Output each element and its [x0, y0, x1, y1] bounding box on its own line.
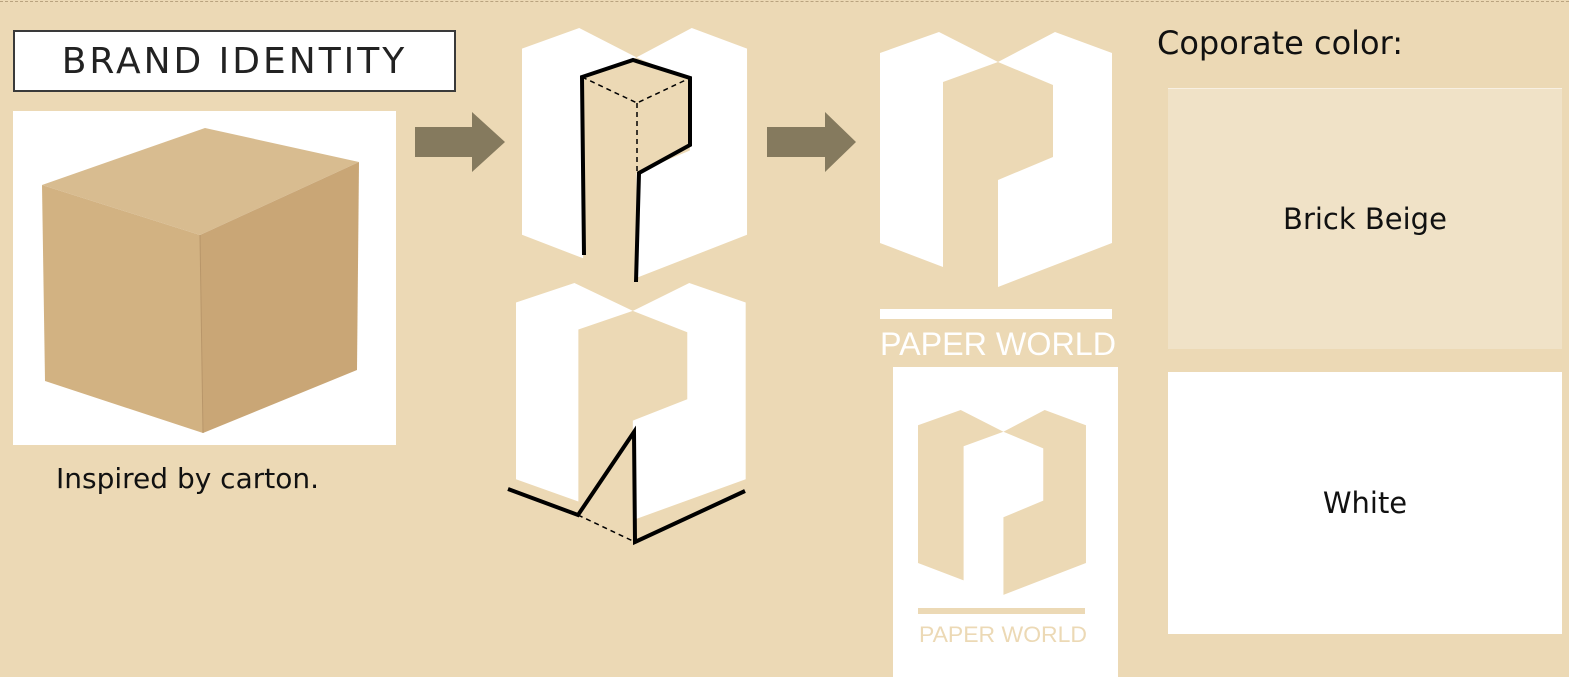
- top-dashed-border: [0, 1, 1569, 2]
- carton-front-face: [42, 185, 203, 433]
- carton-image: [13, 111, 396, 445]
- logo-wordmark: PAPER WORLD: [880, 326, 1116, 362]
- logo-inverse: PAPER WORLD: [918, 410, 1087, 647]
- logo-sketch-2: [507, 283, 746, 546]
- arrow-right-icon: [767, 112, 856, 172]
- swatch-label: Brick Beige: [1283, 202, 1447, 236]
- carton-side-face: [200, 162, 359, 433]
- slide-title-text: BRAND IDENTITY: [61, 40, 408, 82]
- logo-underline-small: [918, 608, 1085, 614]
- logo-wordmark-small: PAPER WORLD: [919, 622, 1087, 647]
- swatch-brick-beige: Brick Beige: [1168, 88, 1562, 349]
- swatch-white: White: [1168, 372, 1562, 634]
- corporate-color-label: Coporate color:: [1157, 24, 1403, 62]
- carton-edge: [199, 234, 204, 434]
- logo-underline: [880, 309, 1112, 319]
- slide-title: BRAND IDENTITY: [13, 30, 456, 92]
- logo-final: PAPER WORLD: [880, 32, 1116, 362]
- arrow-right-icon: [415, 112, 505, 172]
- swatch-label: White: [1322, 486, 1408, 520]
- caption: Inspired by carton.: [56, 462, 320, 495]
- logo-sketch-1: [522, 28, 748, 283]
- carton-top-face: [42, 128, 359, 235]
